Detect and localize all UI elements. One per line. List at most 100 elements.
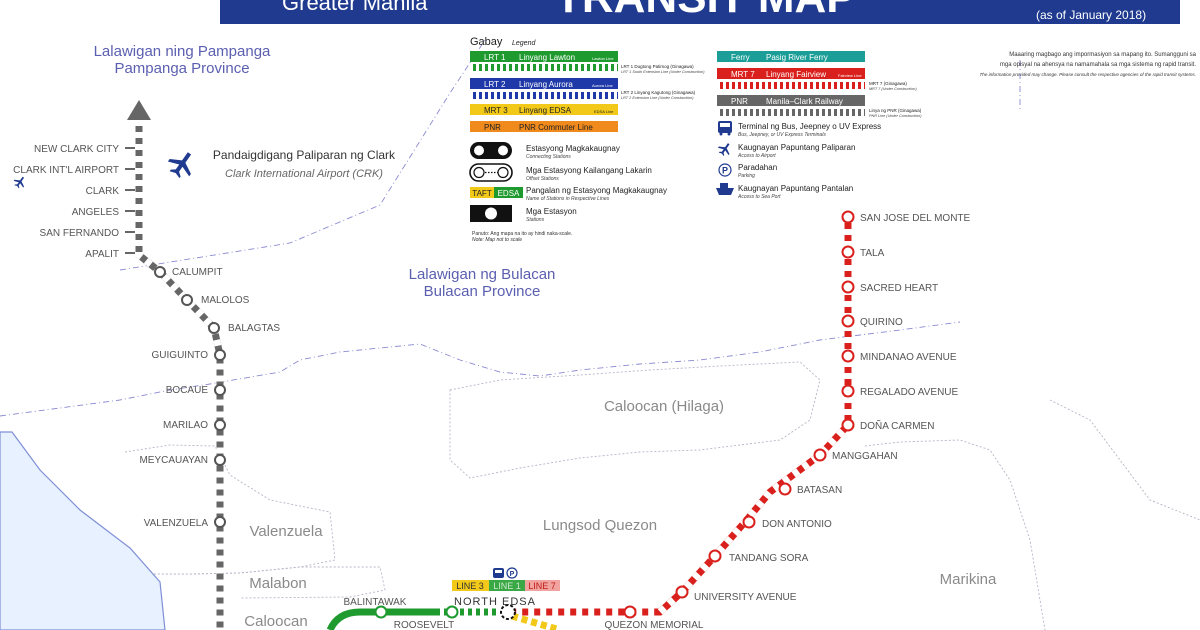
city-valenzuela: Valenzuela — [249, 523, 323, 540]
station-label[interactable]: ROOSEVELT — [394, 620, 454, 630]
station-label[interactable]: MINDANAO AVENUE — [860, 352, 957, 363]
station-marker[interactable] — [623, 605, 637, 619]
border-malabon — [189, 566, 386, 599]
station-marker[interactable] — [841, 314, 855, 328]
station-label[interactable]: BOCAUE — [166, 385, 209, 396]
station-marker[interactable] — [374, 605, 388, 619]
station-label[interactable]: ANGELES — [72, 207, 120, 218]
legend-pnr-name: PNR Commuter Line — [519, 123, 593, 132]
parking-icon: P — [718, 163, 732, 177]
legend-seaport: Kaugnayan Papuntang Pantalan — [738, 184, 853, 193]
station-label[interactable]: GUIGUINTO — [152, 350, 209, 361]
legend-ferry-swatch — [717, 51, 865, 62]
ship-icon — [716, 183, 734, 195]
station-label[interactable]: TANDANG SORA — [729, 553, 809, 564]
city-marikina: Marikina — [940, 571, 997, 588]
station-marker[interactable] — [708, 549, 722, 563]
city-malabon: Malabon — [249, 575, 307, 592]
legend-mrt3-code: MRT 3 — [484, 106, 508, 115]
station-label[interactable]: QUIRINO — [860, 317, 903, 328]
station-label[interactable]: MARILAO — [163, 420, 208, 431]
station-label[interactable]: TALA — [860, 248, 885, 259]
north-edsa-line1-tag — [489, 580, 525, 591]
station-label[interactable]: DON ANTONIO — [762, 519, 832, 530]
station-marker[interactable] — [742, 515, 756, 529]
svg-text:P: P — [510, 571, 515, 578]
station-label[interactable]: BATASAN — [797, 485, 842, 496]
province-pampanga-local: Lalawigan ning Pampanga — [94, 43, 271, 60]
station-marker[interactable] — [675, 585, 689, 599]
legend-lrt2-ext-en: LRT 2 Extension Line (Under Construction… — [621, 96, 694, 100]
station-label[interactable]: REGALADO AVENUE — [860, 387, 959, 398]
legend-ferry-code: Ferry — [731, 53, 750, 62]
station-label[interactable]: CALUMPIT — [172, 267, 223, 278]
station-marker[interactable] — [445, 605, 459, 619]
north-edsa-interchange: LINE 3 LINE 1 LINE 7 NORTH EDSA P — [452, 567, 560, 620]
north-edsa-line1-label: LINE 1 — [493, 581, 521, 591]
station-label[interactable]: BALINTAWAK — [344, 597, 407, 608]
station-marker[interactable] — [841, 384, 855, 398]
svg-text:P: P — [722, 166, 728, 176]
legend-airport-en: Access to Airport — [737, 153, 776, 159]
north-edsa-line3-label: LINE 3 — [456, 581, 484, 591]
notice-line2: mga opisyal na ahensya na namamahala sa … — [1000, 62, 1196, 68]
legend-title-en: Legend — [512, 40, 536, 47]
station-marker[interactable] — [841, 245, 855, 259]
legend-pnr-code: PNR — [484, 123, 501, 132]
station-marker[interactable] — [214, 384, 226, 396]
border-marikina — [1049, 399, 1200, 521]
station-label[interactable]: SAN FERNANDO — [40, 228, 120, 239]
station-label[interactable]: SACRED HEART — [860, 283, 938, 294]
airplane-icon — [717, 143, 730, 157]
border-bulacan-metro — [0, 321, 961, 417]
pnr-stations: NEW CLARK CITY CLARK INT'L AIRPORT CLARK AN… — [13, 144, 280, 529]
legend-mrt7-code: MRT 7 — [731, 70, 755, 79]
station-marker[interactable] — [154, 266, 166, 278]
station-marker[interactable] — [214, 516, 226, 528]
station-label[interactable]: MANGGAHAN — [832, 451, 898, 462]
legend-names: Pangalan ng Estasyong Magkakaugnay — [526, 186, 667, 195]
station-label[interactable]: QUEZON MEMORIAL — [605, 620, 704, 630]
station-label[interactable]: DOÑA CARMEN — [860, 419, 934, 432]
parking-icon: P — [506, 567, 518, 579]
station-label[interactable]: CLARK — [86, 186, 120, 197]
province-bulacan-en: Bulacan Province — [424, 283, 541, 300]
legend-ferry-name: Pasig River Ferry — [766, 53, 828, 62]
header-band — [220, 0, 1180, 24]
legend-mrt7-swatch — [717, 68, 865, 79]
station-label[interactable]: BALAGTAS — [228, 323, 280, 334]
station-marker[interactable] — [214, 419, 226, 431]
header-title-left: Greater Manila — [282, 0, 428, 15]
station-marker[interactable] — [841, 210, 855, 224]
legend-terminal: Terminal ng Bus, Jeepney o UV Express — [738, 122, 881, 131]
station-marker[interactable] — [214, 454, 226, 466]
legend-airport: Kaugnayan Papuntang Paliparan — [738, 143, 855, 152]
station-marker[interactable] — [813, 448, 827, 462]
station-label[interactable]: CLARK INT'L AIRPORT — [13, 165, 119, 176]
north-edsa-name: NORTH EDSA — [454, 596, 536, 608]
station-marker[interactable] — [214, 349, 226, 361]
station-marker[interactable] — [841, 418, 855, 432]
station-marker[interactable] — [778, 482, 792, 496]
station-label[interactable]: MEYCAUAYAN — [139, 455, 208, 466]
station-label[interactable]: UNIVERSITY AVENUE — [694, 592, 797, 603]
border-quezon-east — [864, 439, 1046, 630]
pnr-arrow-head — [127, 100, 151, 120]
station-label[interactable]: MALOLOS — [201, 295, 250, 306]
station-label[interactable]: NEW CLARK CITY — [34, 144, 119, 155]
station-label[interactable]: APALIT — [85, 249, 119, 260]
station-marker[interactable] — [208, 322, 220, 334]
legend-parking-en: Parking — [738, 173, 755, 179]
legend-mrt7-small: Fairview Line — [838, 73, 862, 78]
station-marker[interactable] — [841, 280, 855, 294]
station-label[interactable]: VALENZUELA — [144, 518, 209, 529]
station-label[interactable]: SAN JOSE DEL MONTE — [860, 213, 971, 224]
legend-lrt2-swatch — [470, 78, 618, 89]
station-marker[interactable] — [181, 294, 193, 306]
legend-seaport-en: Access to Sea Port — [737, 194, 781, 200]
station-marker[interactable] — [841, 349, 855, 363]
legend-pnrc-swatch — [717, 95, 865, 106]
legend-offset: Mga Estasyong Kailangang Lakarin — [526, 166, 652, 175]
legend-lrt1-code: LRT 1 — [484, 53, 506, 62]
